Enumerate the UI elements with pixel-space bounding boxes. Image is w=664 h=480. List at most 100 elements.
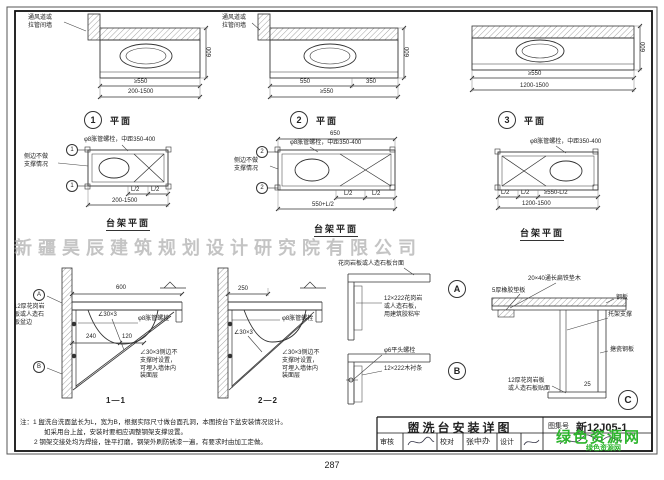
frame-1-linework [78, 146, 172, 190]
plan-2-linework [257, 13, 399, 79]
detail-c-dim-25: 25 [584, 382, 591, 388]
frame3-title: 台架平面 [520, 226, 565, 241]
plan1-min-dim: ≥550 [134, 79, 148, 85]
sheet-borders [6, 6, 658, 455]
detail-a-mark-bubble: A [448, 280, 466, 298]
s11-dim-240: 240 [86, 334, 97, 340]
frame2-cut-mark-bottom: 2 [256, 182, 268, 194]
s22-angle-label: ∠30×3 [234, 330, 253, 336]
frame3-l2a-dim: L/2 [501, 190, 510, 196]
titleblock-checker-label: 校对 [440, 439, 454, 446]
frame1-cut-mark-top: 1 [66, 144, 78, 156]
frame1-l2b-dim: L/2 [151, 187, 160, 193]
frame2-l2b-dim: L/2 [372, 191, 381, 197]
s22-bolt-label: φ8胀管螺栓 [282, 316, 314, 322]
note-line-1: 注：1 盥洗台洗面盆长为L，宽为B，根据实际尺寸做台面孔洞，本图按台下盆安装情况… [20, 419, 287, 426]
titleblock-designer-label: 设计 [500, 439, 514, 446]
frame3-l2b-dim: L/2 [521, 190, 530, 196]
detail-b-linework [346, 353, 431, 405]
s11-top-dim: 600 [116, 285, 127, 291]
titleblock-code-number: 新12J05-1 [576, 422, 628, 434]
titleblock-lines [376, 416, 651, 450]
frame2-side-label: 侧边不做 支撑情况 [234, 158, 259, 172]
company-watermark: 新疆昊辰建筑规划设计研究院有限公司 [14, 238, 422, 258]
plan2-title: 平面 [316, 116, 339, 126]
plan3-range-dim: 1200-1500 [520, 83, 549, 89]
s11-angle-label: ∠30×3 [98, 312, 117, 318]
plan1-wall-label: 通风道或 拉管间墙 [28, 15, 53, 29]
plan-1-linework [87, 13, 201, 79]
s11-callout-b: B [33, 361, 45, 373]
detail-a-top-label: 花岗岩板或人造石板台面 [338, 261, 405, 267]
titleblock-code-label: 图集号 [548, 423, 569, 430]
detail-a-linework [347, 273, 431, 341]
plan3-min-dim: ≥550 [528, 71, 542, 77]
detail-c-pad-label: 5厚橡胶垫板 [492, 288, 526, 294]
frame3-range-dim: 1200-1500 [522, 201, 551, 207]
frame-3-linework [494, 148, 599, 191]
plan2-min-dim: ≥550 [320, 89, 334, 95]
frame2-cut-mark-top: 2 [256, 146, 268, 158]
extension-lines [87, 25, 642, 296]
plan2-dim-550: 550 [300, 79, 311, 85]
s22-title: 2—2 [258, 396, 278, 405]
plan3-title: 平面 [524, 116, 547, 126]
plan2-number-bubble: 2 [290, 111, 308, 129]
plan3-depth-dim: 600 [641, 42, 647, 53]
frame1-side-label: 侧边不做 支撑情况 [24, 154, 49, 168]
detail-c-top-label: 20×40通长扁铁垫木 [528, 276, 581, 282]
s11-side-note: ∠30×3侧边不 支撑时设置， 可埋入墙体内 装面层 [140, 350, 178, 380]
page-number: 287 [324, 460, 340, 470]
note-line-3: 2 钢架交接处均为焊接，锉平打磨，钢架外刷防锈漆一遍，有要求时由加工定做。 [34, 439, 267, 446]
detail-b-mark-bubble: B [448, 362, 466, 380]
plan2-dim-350: 350 [366, 79, 377, 85]
plan1-range-dim: 200-1500 [128, 89, 154, 95]
detail-b-batten-label: 12×222木衬条 [384, 366, 423, 372]
detail-c-stone-label: 12厚花岗岩板 或人造石板贴面 [508, 378, 551, 392]
plan2-wall-label: 通风道或 拉管间墙 [222, 15, 247, 29]
plan1-title: 平面 [110, 116, 133, 126]
signature-scribbles [407, 434, 623, 446]
green-site-watermark: 绿色资源网 [556, 429, 642, 446]
frame2-top-dim: 650 [330, 131, 341, 137]
detail-b-bolt-label: φ6平头螺栓 [384, 348, 416, 354]
plan3-number-bubble: 3 [498, 111, 516, 129]
s11-title: 1—1 [106, 396, 126, 405]
frame2-bolt-label: φ8胀管螺栓，中距350-400 [290, 140, 362, 146]
frame1-cut-mark-bottom: 1 [66, 180, 78, 192]
green-site-watermark-small: 绿色资源网 [586, 445, 621, 452]
titleblock-reviewer-label: 审核 [380, 439, 394, 446]
s11-left-note: 12厚花岗岩 板或人造石 板盆边 [14, 304, 45, 326]
frame3-rest-dim: ≥550-L/2 [544, 190, 568, 196]
note-line-2: 如采用台上盆，安装时要相应调整钢架支撑设置。 [44, 429, 187, 436]
leader-lines [46, 21, 615, 394]
s22-top-dim: 250 [238, 286, 249, 292]
section-1-1-linework [61, 267, 186, 399]
titleblock-drawing-title: 盥洗台安装详图 [407, 421, 513, 435]
plan2-depth-dim: 600 [405, 47, 411, 58]
frame2-title: 台架平面 [314, 222, 359, 237]
frame2-l2a-dim: L/2 [344, 191, 353, 197]
detail-c-bracket-label: 托架支撑 [608, 312, 633, 318]
s22-side-note: ∠30×3侧边不 支撑时设置， 可埋入墙体内 装面层 [282, 350, 320, 380]
s11-bolt-label: φ8胀管螺栓 [138, 316, 170, 322]
detail-a-glue-label: 12×222花岗岩 或人造石板， 用建筑胶粘牢 [384, 296, 423, 318]
detail-c-enamel-label: 搪瓷钢板 [610, 347, 635, 353]
dimension-lines [72, 26, 641, 344]
titleblock-checker-signature: 张中办 [465, 436, 491, 447]
frame3-bolt-label: φ8胀管螺栓，中距350-400 [530, 139, 602, 145]
s11-dim-120: 120 [122, 334, 133, 340]
frame1-range-dim: 200-1500 [112, 198, 138, 204]
frame2-range-dim: 550+L/2 [312, 202, 334, 208]
plan1-depth-dim: 600 [207, 47, 213, 58]
frame1-title: 台架平面 [106, 216, 151, 231]
frame1-l2a-dim: L/2 [131, 187, 140, 193]
plan-3-linework [471, 25, 635, 71]
frame-2-linework [268, 146, 396, 191]
plan1-number-bubble: 1 [84, 111, 102, 129]
detail-c-plate-label: 钢板 [616, 295, 629, 301]
detail-c-mark-bubble: C [618, 390, 638, 410]
s11-callout-a: A [33, 289, 45, 301]
